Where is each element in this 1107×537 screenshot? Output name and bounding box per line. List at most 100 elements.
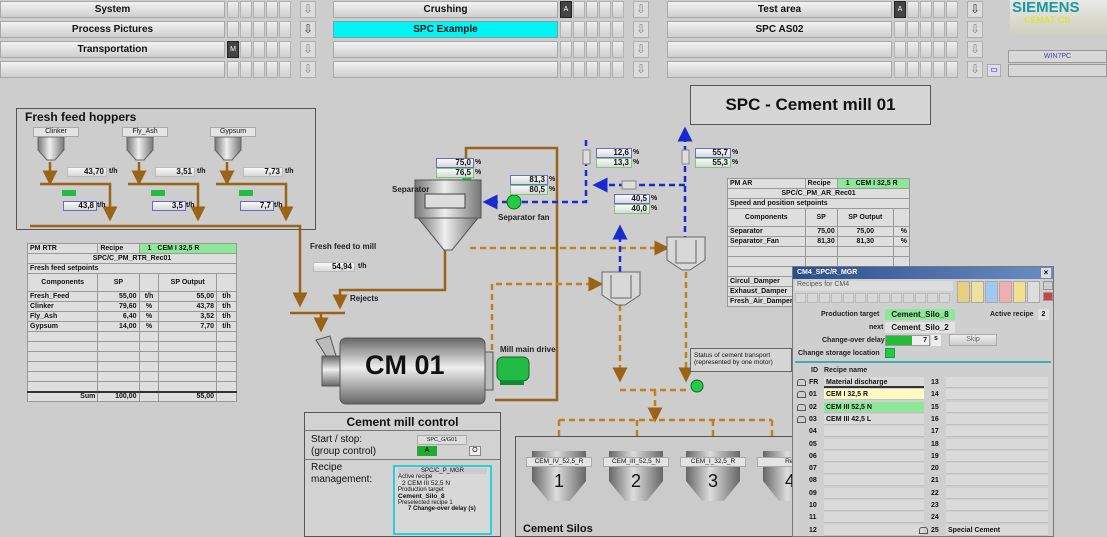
recipe-list-item[interactable]: 22 (931, 487, 1049, 499)
recipe-list-item[interactable]: 19 (931, 450, 1049, 462)
alarm-indicator[interactable] (920, 1, 932, 18)
skip-button[interactable]: Skip (949, 334, 997, 346)
alarm-indicator[interactable] (560, 41, 572, 58)
document-icon[interactable] (971, 281, 984, 303)
alarm-indicator[interactable]: A (560, 1, 572, 18)
alarm-indicator[interactable] (920, 61, 932, 78)
alarm-indicator[interactable] (586, 41, 598, 58)
alarm-indicator[interactable] (946, 21, 958, 38)
stop-icon[interactable] (1043, 292, 1053, 301)
recipe-slot-button[interactable] (795, 293, 806, 303)
alarm-indicator[interactable] (894, 21, 906, 38)
alarm-indicator[interactable] (560, 61, 572, 78)
info-icon[interactable] (985, 281, 998, 303)
alarm-indicator[interactable] (560, 21, 572, 38)
recipe-slot-button[interactable] (831, 293, 842, 303)
alarm-indicator[interactable] (266, 61, 278, 78)
recipe-manager-faceplate[interactable]: SPC/C_P_MGR Active recipe 2 CEM III 52,5… (393, 465, 492, 535)
nav-button-test-area[interactable]: Test area (667, 1, 892, 18)
navigate-down-arrow-icon[interactable]: ⇩ (300, 21, 316, 38)
nav-button-empty[interactable] (0, 61, 225, 78)
alarm-indicator[interactable] (240, 41, 252, 58)
alarm-indicator[interactable] (907, 61, 919, 78)
table-cell[interactable]: 55,00 (97, 291, 140, 302)
nav-button-transportation[interactable]: Transportation (0, 41, 225, 58)
recipe-list-item[interactable]: 06 (809, 450, 925, 462)
alarm-indicator[interactable] (253, 1, 265, 18)
alarm-indicator[interactable]: A (894, 1, 906, 18)
alarm-indicator[interactable] (240, 21, 252, 38)
alarm-indicator[interactable] (227, 1, 239, 18)
table-cell[interactable]: 79,60 (97, 301, 140, 312)
recipe-slot-button[interactable] (927, 293, 938, 303)
alarm-indicator[interactable] (894, 41, 906, 58)
alarm-indicator[interactable] (227, 61, 239, 78)
alarm-indicator[interactable] (279, 61, 291, 78)
table-cell[interactable]: 81,30 (804, 236, 838, 247)
alarm-indicator[interactable]: M (227, 41, 239, 58)
alarm-indicator[interactable] (612, 61, 624, 78)
table-cell[interactable]: 75,00 (804, 226, 838, 237)
close-icon[interactable]: × (1041, 268, 1051, 278)
navigate-down-arrow-icon[interactable]: ⇩ (633, 41, 649, 58)
alarm-indicator[interactable] (612, 41, 624, 58)
chart-icon[interactable] (999, 281, 1012, 303)
nav-button-empty[interactable] (333, 41, 558, 58)
alarm-indicator[interactable] (266, 1, 278, 18)
folder-icon[interactable] (1013, 281, 1026, 303)
recipe-list-item[interactable]: 12 (809, 524, 925, 536)
alarm-indicator[interactable] (266, 21, 278, 38)
navigate-down-arrow-icon[interactable]: ⇩ (300, 61, 316, 78)
recipe-slot-button[interactable] (867, 293, 878, 303)
nav-button-empty[interactable] (667, 61, 892, 78)
alarm-indicator[interactable] (907, 41, 919, 58)
alarm-indicator[interactable] (946, 1, 958, 18)
alarm-indicator[interactable] (573, 41, 585, 58)
alarm-indicator[interactable] (253, 41, 265, 58)
nav-button-spc-example[interactable]: SPC Example (333, 21, 558, 38)
nav-button-empty[interactable] (333, 61, 558, 78)
recipe-list-item[interactable]: 04 (809, 426, 925, 438)
navigate-down-arrow-icon[interactable]: ⇩ (300, 41, 316, 58)
alarm-indicator[interactable] (240, 61, 252, 78)
recipe-list-item[interactable]: 18 (931, 438, 1049, 450)
recipe-slot-button[interactable] (903, 293, 914, 303)
alarm-indicator[interactable] (599, 41, 611, 58)
pin-icon[interactable] (1043, 281, 1053, 290)
home-icon[interactable] (957, 281, 970, 303)
group-state-button[interactable]: O (469, 446, 481, 456)
navigate-down-arrow-icon[interactable]: ⇩ (633, 21, 649, 38)
alarm-indicator[interactable] (227, 21, 239, 38)
recipe-list-item[interactable]: 15 (931, 401, 1049, 413)
recipe-slot-button[interactable] (819, 293, 830, 303)
alarm-indicator[interactable] (933, 21, 945, 38)
alarm-indicator[interactable] (612, 1, 624, 18)
recipe-list-item[interactable]: 17 (931, 426, 1049, 438)
alarm-indicator[interactable] (612, 21, 624, 38)
nav-button-empty[interactable] (667, 41, 892, 58)
alarm-indicator[interactable] (573, 61, 585, 78)
navigate-down-arrow-icon[interactable]: ⇩ (967, 61, 983, 78)
storage-indicator[interactable] (885, 348, 895, 358)
navigate-down-arrow-icon[interactable]: ⇩ (633, 61, 649, 78)
alarm-indicator[interactable] (253, 21, 265, 38)
alarm-indicator[interactable] (586, 21, 598, 38)
alarm-indicator[interactable] (599, 1, 611, 18)
alarm-indicator[interactable] (586, 61, 598, 78)
alarm-indicator[interactable] (933, 41, 945, 58)
more-icon[interactable] (1027, 281, 1040, 303)
navigate-down-arrow-icon[interactable]: ⇩ (967, 1, 983, 18)
navigate-down-arrow-icon[interactable]: ⇩ (300, 1, 316, 18)
recipe-slot-button[interactable] (915, 293, 926, 303)
recipe-list-item[interactable]: 07 (809, 463, 925, 475)
recipe-slot-button[interactable] (939, 293, 950, 303)
recipe-list-item[interactable]: 13 (931, 377, 1049, 388)
nav-button-process-pictures[interactable]: Process Pictures (0, 21, 225, 38)
